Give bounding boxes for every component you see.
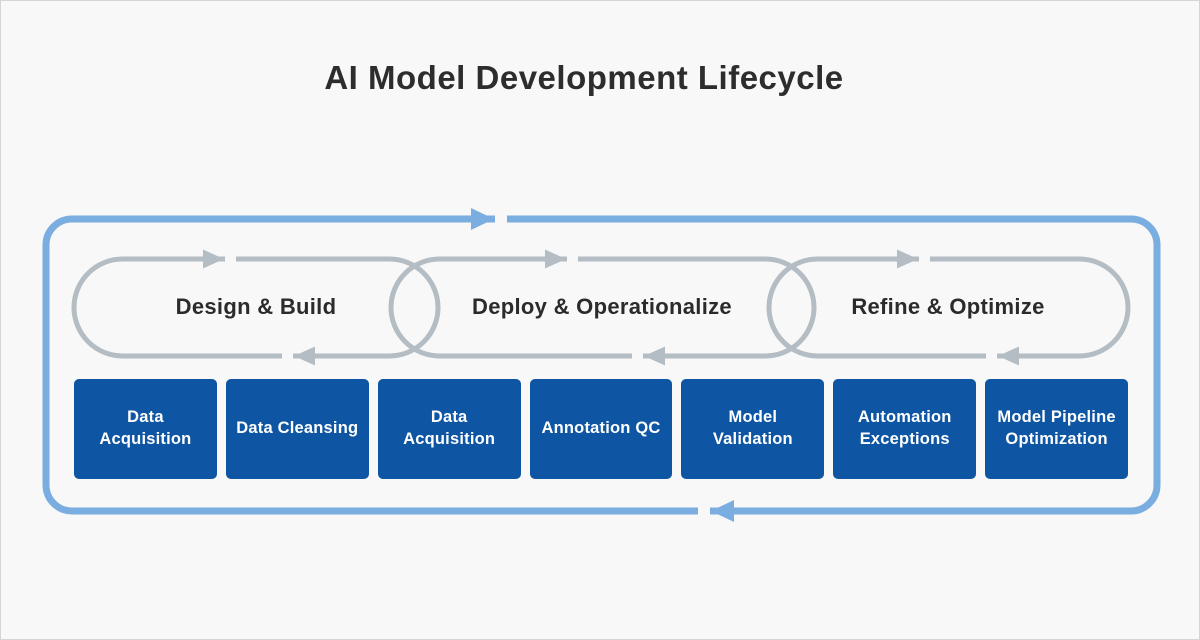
outer-cycle-arrows <box>471 208 734 522</box>
step-box-data-acquisition-1: Data Acquisition <box>74 379 217 479</box>
phase-label-design-build: Design & Build <box>175 294 337 319</box>
arrow-left-icon <box>998 346 1019 366</box>
arrow-right-icon <box>203 249 224 269</box>
outer-cycle-loop <box>42 215 1161 515</box>
phase-label-deploy-operationalize: Deploy & Operationalize <box>472 294 732 319</box>
arrow-right-icon <box>545 249 566 269</box>
arrow-right-icon <box>897 249 918 269</box>
step-box-annotation-qc: Annotation QC <box>529 379 673 479</box>
arrow-right-icon <box>471 208 494 230</box>
phase-loops <box>71 256 1131 359</box>
arrow-left-icon <box>294 346 315 366</box>
step-box-data-acquisition-2: Data Acquisition <box>377 379 521 479</box>
phase-loop-design-build <box>71 256 441 359</box>
step-box-data-cleansing: Data Cleansing <box>225 379 369 479</box>
phase-label-refine-optimize: Refine & Optimize <box>851 294 1045 319</box>
phase-loop-arrows <box>203 249 1019 366</box>
step-box-model-validation: Model Validation <box>681 379 825 479</box>
phase-loop-deploy-operationalize <box>388 256 817 359</box>
diagram-title: AI Model Development Lifecycle <box>324 59 844 96</box>
phase-loop-refine-optimize <box>766 256 1131 359</box>
arrow-left-icon <box>644 346 665 366</box>
arrow-left-icon <box>711 500 734 522</box>
step-box-automation-exceptions: Automation Exceptions <box>833 379 977 479</box>
line-gaps <box>225 211 997 519</box>
steps-row: Data Acquisition Data Cleansing Data Acq… <box>74 379 1129 479</box>
step-box-model-pipeline-optimization: Model Pipeline Optimization <box>985 379 1129 479</box>
